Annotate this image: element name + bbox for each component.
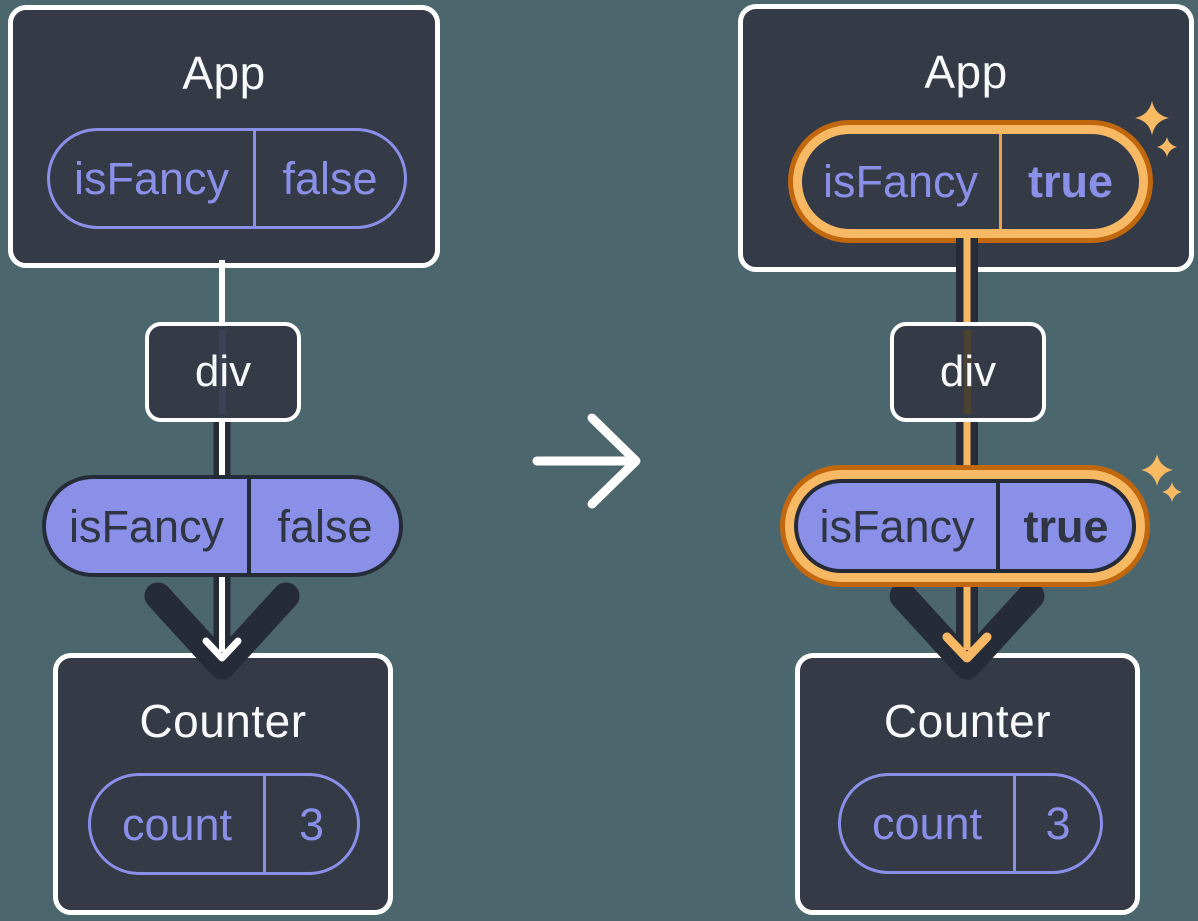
state-name-label: count bbox=[91, 776, 266, 872]
app-node-title: App bbox=[924, 46, 1008, 98]
state-name-label: isFancy bbox=[802, 134, 1002, 229]
counter-node-title: Counter bbox=[139, 695, 307, 747]
state-value-label: 3 bbox=[1045, 798, 1071, 849]
app-state-pill-left: isFancy false bbox=[47, 128, 407, 229]
counter-node-title: Counter bbox=[883, 695, 1052, 747]
highlight-ring-inner: isFancy true bbox=[785, 470, 1145, 582]
state-value-label: 3 bbox=[298, 798, 325, 850]
div-node-label: div bbox=[939, 347, 997, 396]
highlight-ring: isFancy true bbox=[788, 120, 1153, 243]
prop-value-label: false bbox=[277, 500, 373, 552]
prop-name-label: isFancy bbox=[46, 479, 251, 573]
state-name-label: count bbox=[841, 776, 1016, 871]
prop-name-label: isFancy bbox=[798, 483, 1000, 569]
app-node-left: App isFancy false bbox=[8, 5, 440, 268]
app-node-right: App isFancy true bbox=[738, 4, 1194, 272]
div-node-label: div bbox=[194, 347, 252, 396]
state-name-label: isFancy bbox=[50, 131, 256, 226]
counter-state-pill-right: count 3 bbox=[838, 773, 1103, 874]
counter-state-pill-left: count 3 bbox=[88, 773, 360, 875]
prop-pass-through-line bbox=[219, 330, 226, 414]
passed-prop-pill-right: isFancy true bbox=[794, 479, 1136, 573]
highlight-ring: isFancy true bbox=[780, 465, 1150, 587]
counter-node-right: Counter count 3 bbox=[795, 653, 1140, 915]
div-node-left: div bbox=[145, 322, 301, 422]
sparkle-icon bbox=[1141, 454, 1173, 486]
prop-value-label: true bbox=[1023, 500, 1109, 552]
passed-prop-pill-left: isFancy false bbox=[42, 475, 403, 577]
transition-arrow-icon bbox=[532, 413, 641, 509]
state-value-label: true bbox=[1027, 156, 1113, 207]
counter-node-left: Counter count 3 bbox=[53, 653, 393, 915]
app-node-title: App bbox=[182, 47, 266, 99]
app-state-pill-right: isFancy true bbox=[802, 134, 1139, 229]
state-value-label: false bbox=[282, 153, 378, 204]
highlight-ring-inner: isFancy true bbox=[793, 125, 1148, 238]
div-node-right: div bbox=[890, 322, 1046, 422]
sparkle-icon bbox=[1162, 482, 1182, 502]
